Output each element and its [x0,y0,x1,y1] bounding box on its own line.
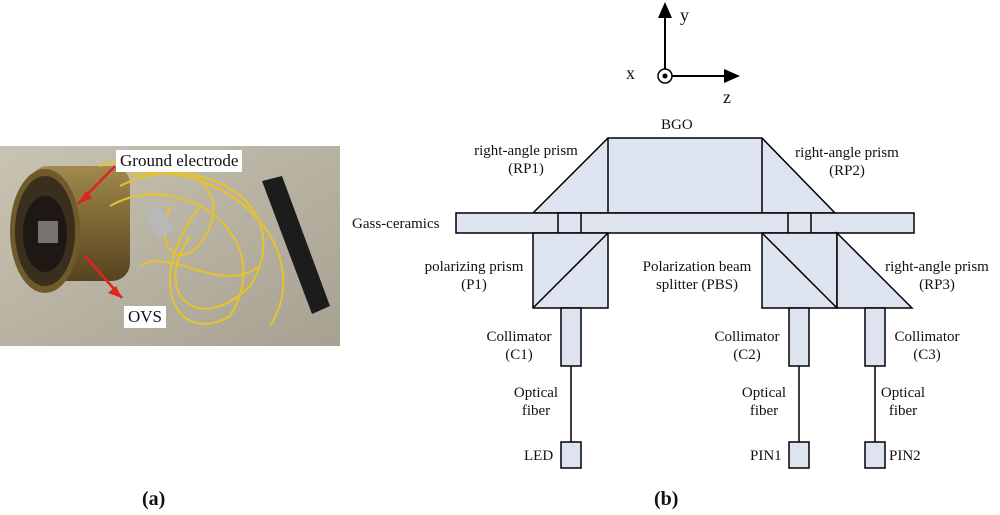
led-source [560,441,582,469]
z-axis-arrowhead [724,69,740,83]
rp1-label: right-angle prism(RP1) [474,143,578,177]
p1-label: polarizing prism(P1) [424,259,524,293]
bgo-label: BGO [661,117,693,133]
collimator-c3 [864,307,886,367]
c3-label: Collimator(C3) [894,329,960,363]
pin2-label: PIN2 [889,448,921,464]
pin1-label: PIN1 [750,448,782,464]
pin2-detector [864,441,886,469]
glass-ceramics-label: Gass-ceramics [352,216,440,232]
ground-electrode-label: Ground electrode [116,150,243,172]
collimator-c2 [788,307,810,367]
led-label: LED [524,448,554,464]
c2-label: Collimator(C2) [714,329,780,363]
pin1-detector [788,441,810,469]
y-axis-arrowhead [658,2,672,18]
coordinate-axes [657,2,740,84]
caption-a: (a) [142,488,166,510]
z-axis-label: z [723,87,731,107]
caption-b: (b) [654,488,679,510]
glass-window-left [557,212,582,234]
ovs-photo-drawing [0,146,340,346]
c1-label: Collimator(C1) [486,329,552,363]
glass-window-right [787,212,812,234]
rp2-label: right-angle prism(RP2) [795,145,899,179]
ovs-label: OVS [124,306,167,328]
collimator-c1 [560,307,582,367]
x-axis-label: x [626,63,635,83]
ovs-photo: Ground electrode OVS [0,146,340,346]
glass-ceramics-plate [455,212,915,234]
y-axis-label: y [680,5,689,25]
rp3-label: right-angle prism(RP3) [885,259,989,293]
